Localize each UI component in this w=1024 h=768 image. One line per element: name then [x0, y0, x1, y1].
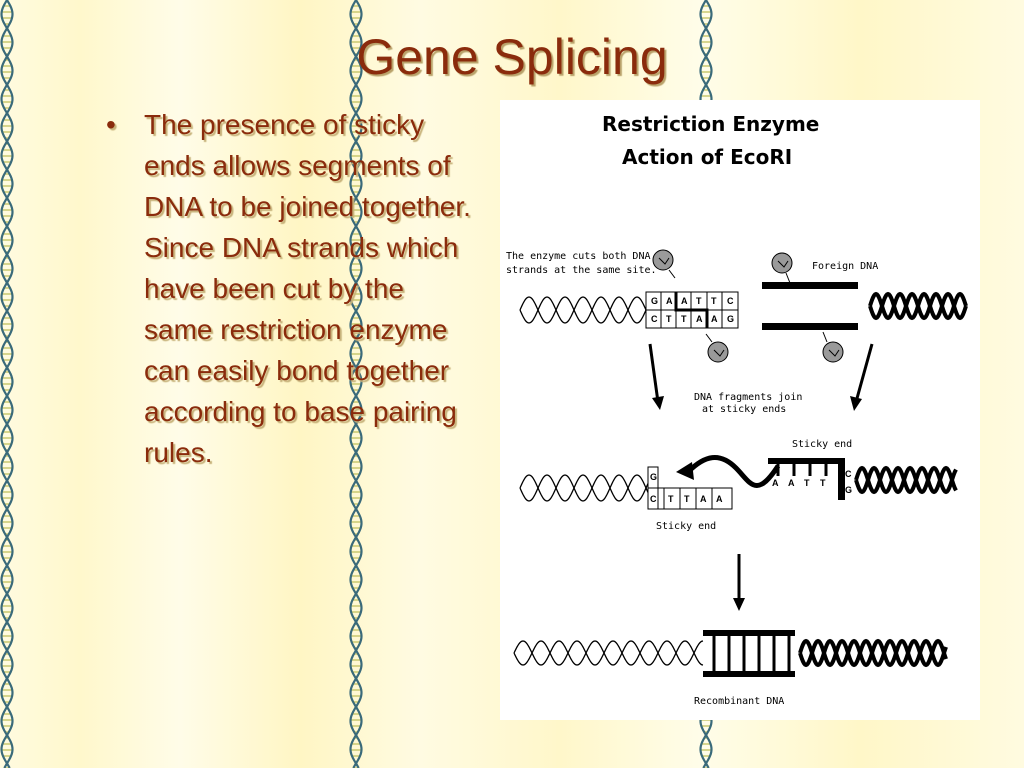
- stage-3-recombinant-ladder: [703, 630, 795, 677]
- stage-1-left-helix: [519, 296, 647, 324]
- foreign-end-base-2: G: [845, 485, 852, 495]
- arrowhead-down-center: [733, 598, 745, 611]
- stage-2-foreign-fragment: [768, 458, 845, 500]
- s2-base-bottom-1: C: [650, 494, 657, 504]
- joining-curved-arrow: [686, 455, 781, 488]
- diagram-title-line1: Restriction Enzyme: [602, 112, 819, 136]
- enzyme-icon-bottom-right: [822, 331, 844, 363]
- enzyme-icon-bottom-left: [705, 333, 729, 363]
- s2-base-bottom-2: T: [668, 494, 674, 504]
- label-join-line2: at sticky ends: [702, 404, 786, 415]
- diagram-background: [500, 100, 980, 720]
- dna-helix-middle-decoration: [349, 0, 363, 768]
- stage-2-left-helix: [519, 474, 649, 502]
- label-join-line1: DNA fragments join: [694, 392, 802, 403]
- label-foreign-dna: Foreign DNA: [812, 261, 878, 272]
- base-top-6: C: [727, 296, 734, 306]
- base-bottom-3: T: [681, 314, 687, 324]
- s2-base-top-1: G: [650, 472, 657, 482]
- base-top-3: A: [681, 296, 688, 306]
- stage-2-left-fragment: [647, 466, 733, 510]
- base-top-4: T: [696, 296, 702, 306]
- slide-title: Gene Splicing: [356, 29, 668, 85]
- stage-3-right-helix: [798, 638, 948, 668]
- arrowhead-down-right: [850, 396, 862, 411]
- s2-base-bottom-3: T: [684, 494, 690, 504]
- stage-1-foreign-helix: [868, 291, 968, 321]
- bullet-item: • The presence of sticky ends allows seg…: [100, 104, 480, 473]
- arrow-down-left: [648, 343, 660, 403]
- stage-2-foreign-helix: [854, 465, 958, 495]
- foreign-base-1: A: [772, 478, 779, 488]
- bullet-symbol: •: [106, 109, 116, 140]
- bullet-list: • The presence of sticky ends allows seg…: [100, 104, 480, 473]
- s2-base-bottom-4: A: [700, 494, 707, 504]
- foreign-base-4: T: [820, 478, 826, 488]
- base-top-5: T: [711, 296, 717, 306]
- label-sticky-bottom: Sticky end: [656, 521, 716, 532]
- base-bottom-1: C: [651, 314, 658, 324]
- diagram-title-line2: Action of EcoRI: [622, 145, 792, 169]
- s2-base-bottom-5: A: [716, 494, 723, 504]
- joining-arrowhead: [676, 462, 694, 480]
- foreign-end-base-1: C: [845, 469, 852, 479]
- stage-3-left-helix: [513, 640, 704, 666]
- base-top-2: A: [666, 296, 673, 306]
- label-enzyme-line1: The enzyme cuts both DNA: [506, 251, 651, 262]
- foreign-base-3: T: [804, 478, 810, 488]
- label-sticky-top: Sticky end: [792, 439, 852, 450]
- arrow-down-right: [854, 343, 874, 403]
- base-top-1: G: [651, 296, 658, 306]
- restriction-enzyme-diagram: Restriction Enzyme Action of EcoRI G A A…: [500, 100, 980, 720]
- base-bottom-5: A: [711, 314, 718, 324]
- label-recombinant-dna: Recombinant DNA: [694, 696, 784, 707]
- base-bottom-4: A: [696, 314, 703, 324]
- stage-1-foreign-dna: [762, 282, 858, 330]
- foreign-base-2: A: [788, 478, 795, 488]
- bullet-text: The presence of sticky ends allows segme…: [144, 109, 471, 468]
- arrowhead-down-left: [652, 396, 664, 410]
- stage-1-cut-site-ladder: [645, 291, 739, 329]
- base-bottom-2: T: [666, 314, 672, 324]
- label-enzyme-line2: strands at the same site.: [506, 265, 657, 276]
- base-bottom-6: G: [727, 314, 734, 324]
- enzyme-icon-top-left: [652, 249, 676, 279]
- dna-helix-left-decoration: [0, 0, 14, 768]
- enzyme-icon-top-right: [771, 252, 793, 284]
